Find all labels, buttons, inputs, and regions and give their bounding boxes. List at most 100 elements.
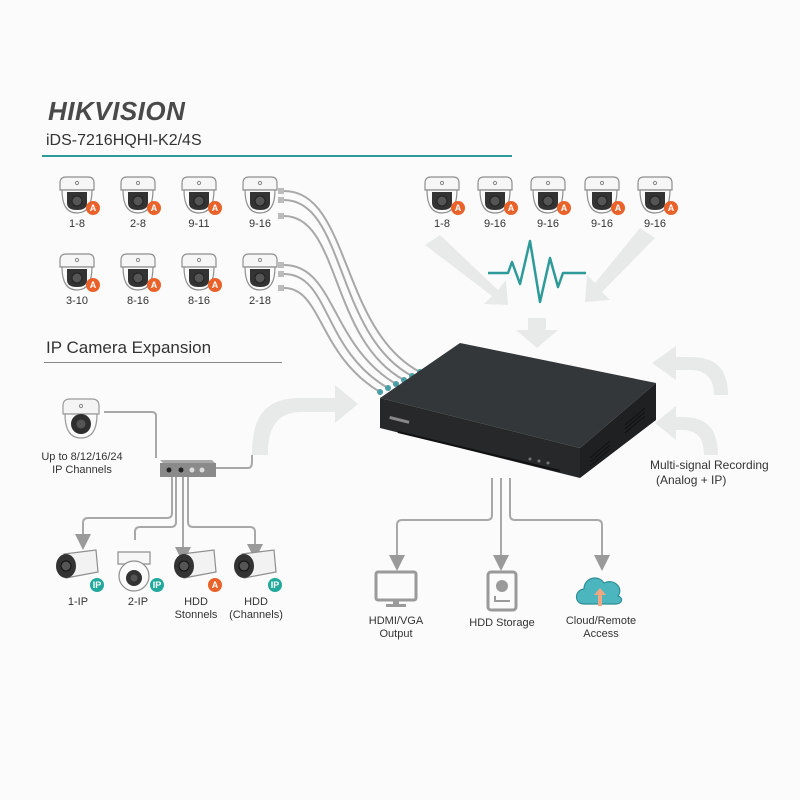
- camera-channel-label: 9-16: [590, 218, 614, 230]
- output-cables: [389, 478, 610, 571]
- camera-channel-label: 8-16: [126, 295, 150, 307]
- camera-channel-label: 2-8: [130, 218, 146, 230]
- bullet-camera-icon: [54, 548, 100, 589]
- analog-cables: [283, 190, 421, 393]
- output-label-hdmi-line2: Output: [379, 628, 413, 640]
- dome-camera-icon: [114, 548, 154, 599]
- dome-camera-icon: [57, 252, 97, 297]
- analog-badge: A: [208, 201, 222, 215]
- ip-badge: IP: [90, 578, 104, 592]
- analog-badge: A: [86, 201, 100, 215]
- cable-plugs: [278, 188, 284, 291]
- ip-source-camera: [58, 396, 104, 442]
- output-label-hdmi-line1: HDMI/VGA: [368, 615, 424, 627]
- header-divider: [42, 155, 512, 157]
- ip-camera-label: HDD(Channels): [224, 596, 288, 622]
- analog-badge: A: [504, 201, 518, 215]
- ip-camera-label-line1: 2-IP: [127, 596, 149, 608]
- dome-camera-icon: [475, 175, 515, 220]
- recording-label: Multi-signal Recording (Analog + IP): [650, 458, 800, 488]
- analog-left-camera: A 3-10: [52, 252, 102, 314]
- switch-uplink-cable: [214, 455, 253, 469]
- analog-right-camera: A 9-16: [470, 175, 520, 237]
- ip-badge: IP: [150, 578, 164, 592]
- model-number: iDS-7216HQHI-K2/4S: [46, 132, 202, 149]
- dome-camera-icon: [240, 252, 280, 297]
- analog-badge: A: [208, 278, 222, 292]
- bullet-camera-icon: [172, 548, 218, 589]
- recording-label-line2: (Analog + IP): [656, 473, 727, 487]
- flow-arrow-recording-top: [652, 346, 728, 395]
- analog-badge: A: [147, 278, 161, 292]
- dome-camera-icon: [118, 175, 158, 220]
- dome-camera-icon: [118, 252, 158, 297]
- flow-arrow-right-down: [585, 228, 655, 302]
- recording-label-line1: Multi-signal Recording: [650, 458, 769, 472]
- ip-source-label-line1: Up to 8/12/16/24: [41, 451, 123, 463]
- output-label-hdd: HDD Storage: [460, 617, 544, 630]
- analog-left-camera: 2-18: [235, 252, 285, 314]
- network-switch: [160, 460, 216, 477]
- output-label-cloud-line1: Cloud/Remote: [565, 615, 637, 627]
- analog-badge: A: [557, 201, 571, 215]
- cloud-upload-icon: [575, 577, 623, 606]
- flow-arrows: [252, 228, 728, 455]
- camera-channel-label: 2-18: [248, 295, 272, 307]
- ip-source-label-line2: IP Channels: [52, 464, 112, 476]
- dome-camera-icon: [528, 175, 568, 220]
- ip-distribution-cables: [75, 477, 263, 563]
- dome-camera-icon: [179, 175, 219, 220]
- ip-section-divider: [44, 362, 282, 363]
- monitor-icon: [374, 570, 418, 607]
- ip-source-label: Up to 8/12/16/24 IP Channels: [22, 451, 142, 477]
- ip-source-cable: [104, 411, 157, 458]
- flow-arrow-center-down: [516, 318, 558, 348]
- analog-left-camera: 9-16: [235, 175, 285, 237]
- dome-camera-icon: [582, 175, 622, 220]
- ip-section-title: IP Camera Expansion: [46, 338, 212, 357]
- output-label-cloud-line2: Access: [583, 628, 619, 640]
- waveform-icon: [488, 239, 586, 304]
- analog-badge: A: [611, 201, 625, 215]
- camera-channel-label: 8-16: [187, 295, 211, 307]
- camera-channel-label: 1-8: [434, 218, 450, 230]
- hard-drive-icon: [486, 570, 518, 612]
- dome-camera-icon: [57, 175, 97, 220]
- flow-arrow-recording-bottom: [655, 406, 718, 455]
- dome-camera-icon: [422, 175, 462, 220]
- dome-camera-icon: [635, 175, 675, 220]
- output-label-hdd-line1: HDD Storage: [469, 617, 535, 629]
- analog-badge: A: [208, 578, 222, 592]
- camera-channel-label: 9-16: [248, 218, 272, 230]
- camera-channel-label: 3-10: [65, 295, 89, 307]
- analog-left-camera: A 8-16: [113, 252, 163, 314]
- analog-badge: A: [147, 201, 161, 215]
- analog-left-camera: A 8-16: [174, 252, 224, 314]
- ip-badge: IP: [268, 578, 282, 592]
- ip-camera-label-line1: HDD: [244, 596, 268, 608]
- analog-badge: A: [451, 201, 465, 215]
- output-label-hdmi: HDMI/VGA Output: [356, 615, 436, 641]
- analog-badge: A: [86, 278, 100, 292]
- ip-camera-label-line2: (Channels): [229, 609, 283, 621]
- camera-channel-label: 1-8: [69, 218, 85, 230]
- ip-camera-label-line1: HDD: [184, 596, 208, 608]
- analog-badge: A: [664, 201, 678, 215]
- dome-camera-icon: [179, 252, 219, 297]
- dvr-recorder: [380, 343, 656, 478]
- ip-camera-label-line2: Stonnels: [174, 609, 218, 621]
- ip-camera-label: 1-IP: [46, 596, 110, 609]
- camera-channel-label: 9-16: [483, 218, 507, 230]
- ip-camera-label: 2-IP: [106, 596, 170, 609]
- flow-arrow-ip-to-dvr: [252, 385, 358, 455]
